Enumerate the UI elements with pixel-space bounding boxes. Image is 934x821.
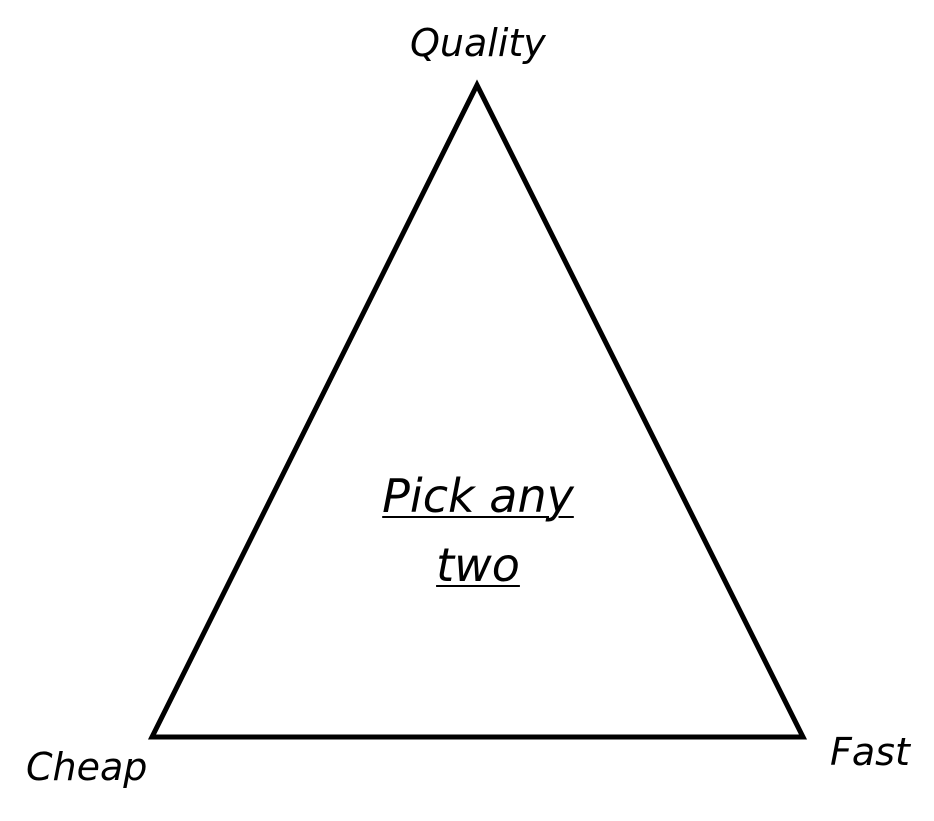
center-line-2: two — [436, 538, 520, 592]
center-message: Pick any two — [382, 462, 574, 600]
label-cheap: Cheap — [26, 745, 148, 789]
triangle-outline — [147, 79, 808, 740]
label-quality: Quality — [410, 21, 546, 65]
label-fast: Fast — [830, 730, 910, 774]
center-line-1: Pick any — [382, 469, 574, 523]
